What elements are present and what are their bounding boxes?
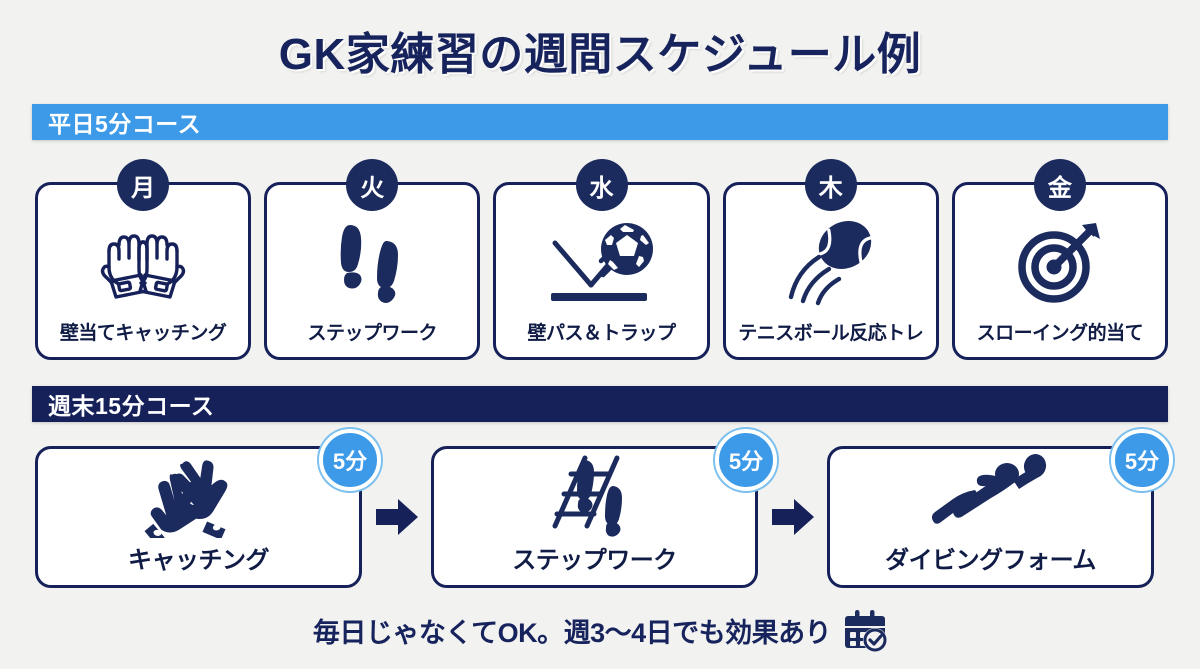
weekday-label-tuesday: ステップワーク (307, 323, 438, 344)
weekend-card-catching[interactable]: 5分 キャッチング (35, 429, 381, 588)
calendar-check-icon (843, 608, 888, 652)
weekday-card-tuesday[interactable]: 火 ステップワーク (264, 159, 481, 360)
tennis-ball-motion-icon (726, 185, 936, 318)
weekday-card-wednesday[interactable]: 水 (493, 159, 710, 360)
day-badge-thursday: 木 (804, 159, 857, 211)
target-arrow-icon (955, 185, 1165, 318)
footer-text: 毎日じゃなくてOK。週3〜4日でも効果あり (312, 617, 832, 648)
weekday-card-monday[interactable]: 月 壁当てキャッチン (35, 159, 252, 360)
weekend-label-diving: ダイビングフォーム (885, 547, 1096, 574)
day-badge-monday: 月 (117, 159, 170, 211)
footprints-icon (267, 185, 477, 318)
catching-gloves-icon (38, 449, 359, 540)
goalkeeper-gloves-icon (38, 185, 248, 318)
weekend-card-stepwork[interactable]: 5分 (431, 429, 777, 588)
weekend-label-catching: キャッチング (128, 547, 270, 574)
ball-wall-bounce-icon (496, 185, 706, 318)
day-badge-tuesday: 火 (346, 159, 399, 211)
duration-badge-catching: 5分 (319, 429, 381, 491)
arrow-right-icon-2 (758, 494, 827, 540)
weekend-label-stepwork: ステップワーク (512, 547, 677, 574)
weekday-label-wednesday: 壁パス＆トラップ (527, 323, 677, 344)
weekend-card-row: 5分 キャッチング (35, 429, 1173, 588)
weekday-section-banner: 平日5分コース (32, 104, 1168, 140)
weekend-card-diving[interactable]: 5分 ダイビングフォーム (827, 429, 1173, 588)
weekday-label-monday: 壁当てキャッチング (59, 323, 227, 344)
duration-badge-diving: 5分 (1111, 429, 1173, 491)
weekend-banner-label: 週末15分コース (48, 393, 215, 419)
arrow-right-icon-1 (362, 494, 431, 540)
footer-note: 毎日じゃなくてOK。週3〜4日でも効果あり (0, 608, 1200, 652)
weekday-banner-label: 平日5分コース (48, 111, 202, 137)
weekday-card-friday[interactable]: 金 スローイング的当て (951, 159, 1169, 360)
weekday-card-row: 月 壁当てキャッチン (35, 159, 1169, 360)
weekday-card-thursday[interactable]: 木 テニスボール反応トレ (722, 159, 939, 360)
day-badge-wednesday: 水 (575, 159, 628, 211)
weekend-section-banner: 週末15分コース (32, 386, 1168, 422)
weekday-label-thursday: テニスボール反応トレ (738, 323, 924, 344)
ladder-footwork-icon (434, 449, 755, 540)
duration-badge-stepwork: 5分 (715, 429, 777, 491)
day-badge-friday: 金 (1033, 159, 1086, 211)
diving-keeper-icon (830, 449, 1151, 540)
weekday-label-friday: スローイング的当て (976, 323, 1144, 344)
page-title: GK家練習の週間スケジュール例 (278, 30, 922, 79)
